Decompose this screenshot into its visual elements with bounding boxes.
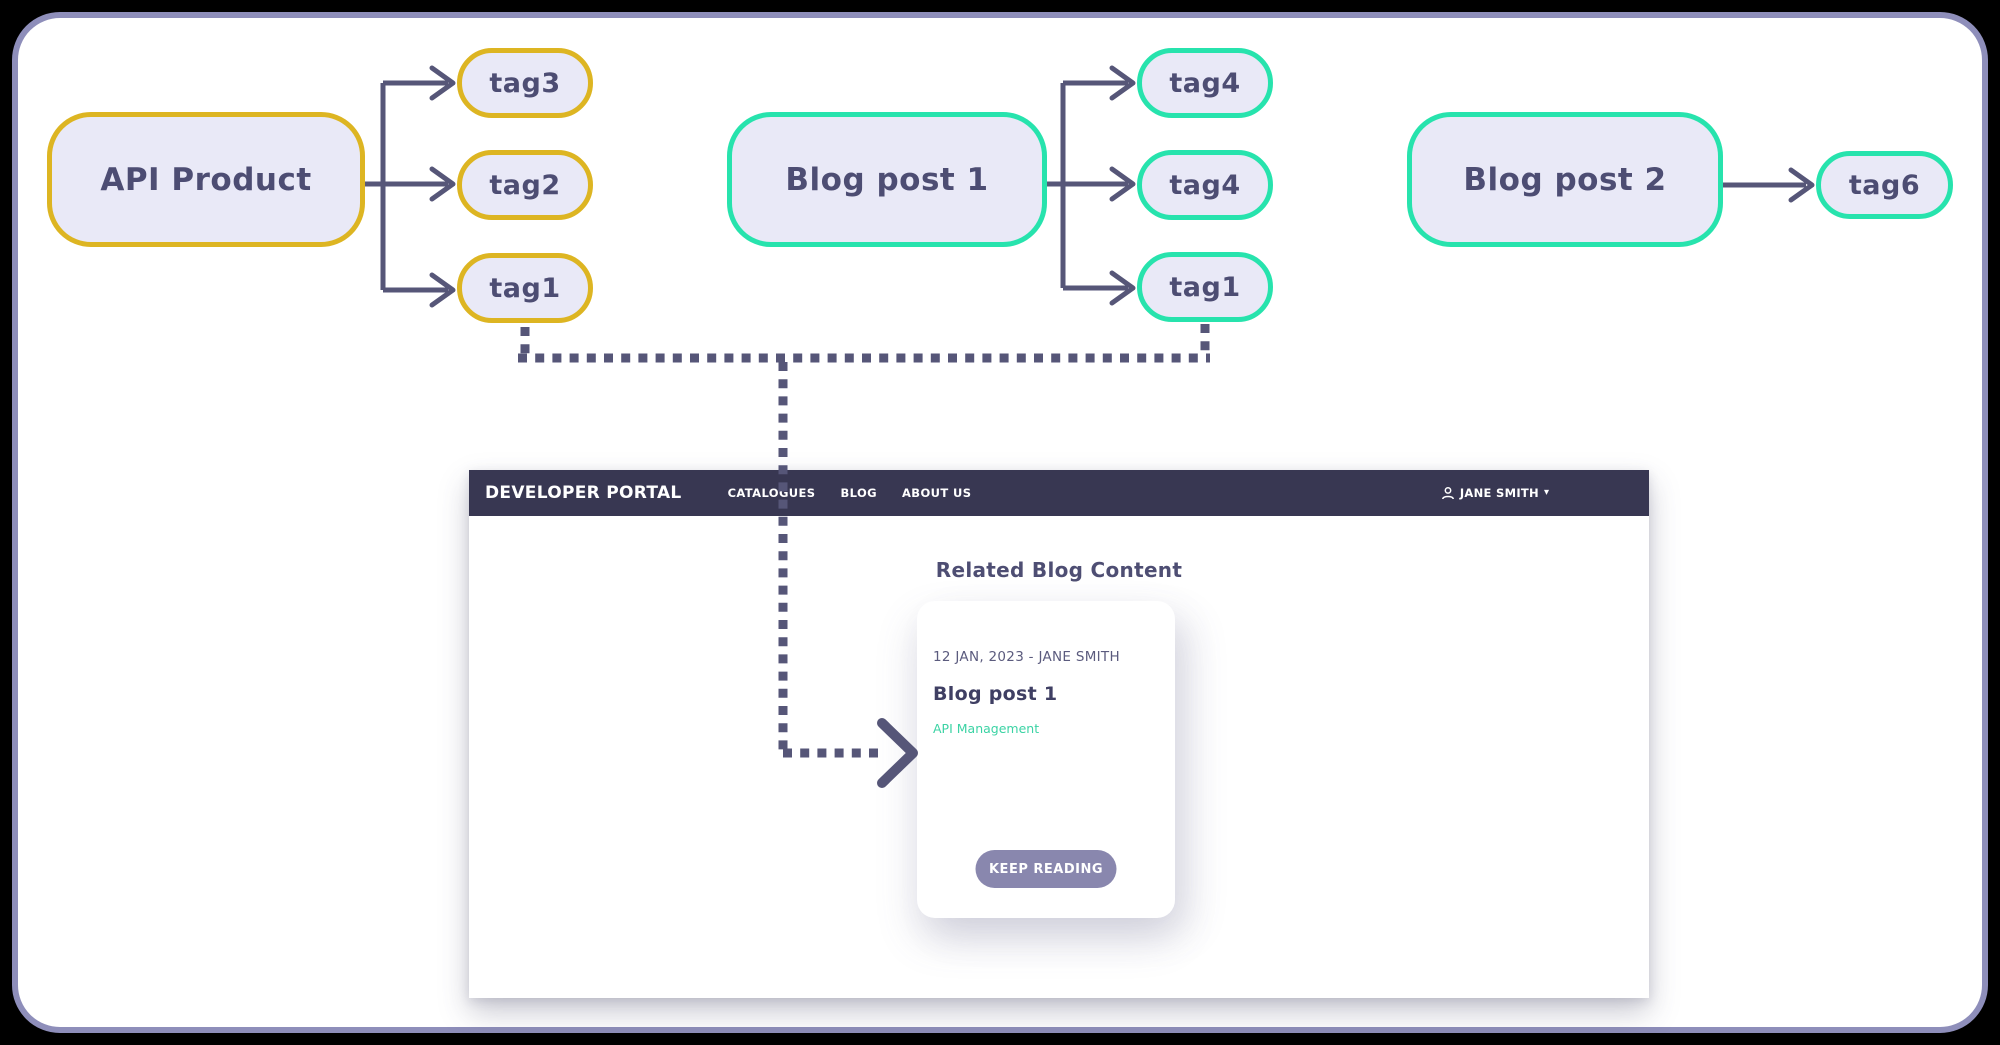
blog-post-1-node: Blog post 1 [727, 112, 1047, 247]
person-icon [1441, 486, 1455, 500]
tag2-pill: tag2 [457, 150, 593, 220]
card-date-author: 12 JAN, 2023 - JANE SMITH [933, 649, 1120, 665]
blog-post-card: 12 JAN, 2023 - JANE SMITH Blog post 1 AP… [917, 601, 1175, 918]
keep-reading-button[interactable]: KEEP READING [975, 850, 1117, 888]
developer-portal-panel: DEVELOPER PORTAL CATALOGUES BLOG ABOUT U… [469, 470, 1649, 998]
portal-nav: CATALOGUES BLOG ABOUT US [728, 486, 972, 500]
tag3-pill: tag3 [457, 48, 593, 118]
nav-blog[interactable]: BLOG [840, 486, 877, 500]
user-menu[interactable]: JANE SMITH ▾ [1441, 486, 1549, 500]
tag6-pill: tag6 [1816, 151, 1953, 219]
portal-header: DEVELOPER PORTAL CATALOGUES BLOG ABOUT U… [469, 470, 1649, 516]
tag4-pill-top: tag4 [1137, 48, 1273, 118]
nav-about-us[interactable]: ABOUT US [901, 486, 972, 500]
tag1-pill-api: tag1 [457, 253, 593, 323]
user-name: JANE SMITH [1459, 486, 1539, 500]
portal-brand: DEVELOPER PORTAL [485, 483, 682, 503]
tag1-pill-blog: tag1 [1137, 252, 1273, 322]
blog-post-2-node: Blog post 2 [1407, 112, 1723, 247]
card-title: Blog post 1 [933, 683, 1058, 705]
chevron-down-icon: ▾ [1543, 487, 1549, 498]
api-product-node: API Product [47, 112, 365, 247]
tag4-pill-mid: tag4 [1137, 150, 1273, 220]
related-blog-content-title: Related Blog Content [935, 558, 1183, 582]
card-tag-link[interactable]: API Management [933, 721, 1040, 736]
nav-catalogues[interactable]: CATALOGUES [727, 486, 816, 500]
